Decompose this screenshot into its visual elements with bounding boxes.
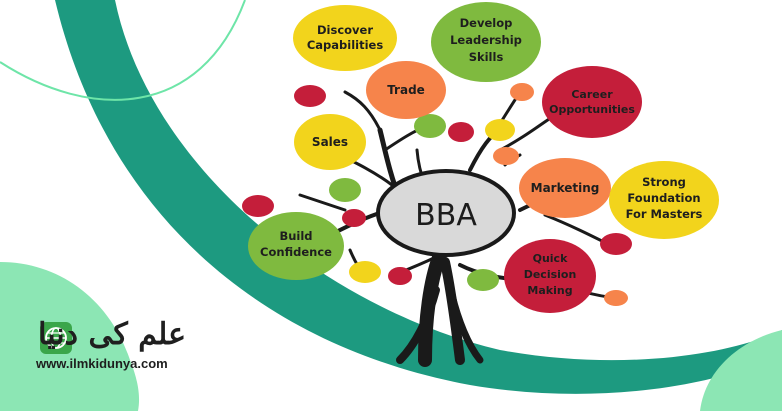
mint-thin-arc [0,0,246,101]
node-career-line2: Opportunities [549,103,635,116]
dot-yellow-2 [349,261,381,283]
dot-orange-1 [510,83,534,101]
node-trade-line1: Trade [387,83,425,97]
node-sales: Sales [294,114,366,170]
node-quick: Quick Decision Making [504,239,596,313]
dot-green-3 [467,269,499,291]
node-marketing: Marketing [519,158,611,218]
dot-red-2 [448,122,474,142]
brand-logo-text: علم کی دنیا [38,317,186,352]
dot-green-1 [414,114,446,138]
node-discover-line2: Capabilities [307,38,383,52]
node-quick-line2: Decision [524,268,577,281]
node-quick-line3: Making [527,284,572,297]
node-trade: Trade [366,61,446,119]
node-develop-line2: Leadership [450,33,522,47]
dot-green-2 [329,178,361,202]
node-discover-line1: Discover [317,23,373,37]
center-label: BBA [415,198,477,233]
dot-red-3 [242,195,274,217]
node-marketing-line1: Marketing [531,181,600,195]
node-strong-line1: Strong [642,175,686,189]
node-discover: Discover Capabilities [293,5,397,71]
teal-swoosh [55,0,782,394]
node-sales-line1: Sales [312,135,348,149]
mint-corner-blob-right [700,330,782,411]
brand-url[interactable]: www.ilmkidunya.com [36,356,168,371]
dot-red-6 [600,233,632,255]
node-develop-line3: Skills [469,50,504,64]
node-strong-line3: For Masters [626,207,703,221]
node-strong-line2: Foundation [627,191,700,205]
dot-orange-2 [493,147,519,165]
node-develop: Develop Leadership Skills [431,2,541,82]
globe-icon [45,327,67,349]
node-build: Build Confidence [248,212,344,280]
dot-yellow-1 [485,119,515,141]
dot-red-5 [388,267,412,285]
node-quick-line1: Quick [533,252,568,265]
node-build-line1: Build [279,229,312,243]
node-develop-line1: Develop [460,16,513,30]
node-center: BBA [376,169,516,257]
dot-red-4 [342,209,366,227]
node-career-line1: Career [571,88,613,101]
node-career: Career Opportunities [542,66,642,138]
dot-red-1 [294,85,326,107]
node-build-line2: Confidence [260,245,332,259]
globe-logo-icon [40,322,72,354]
decor-dots [242,83,632,306]
node-strong: Strong Foundation For Masters [609,161,719,239]
dot-orange-3 [604,290,628,306]
